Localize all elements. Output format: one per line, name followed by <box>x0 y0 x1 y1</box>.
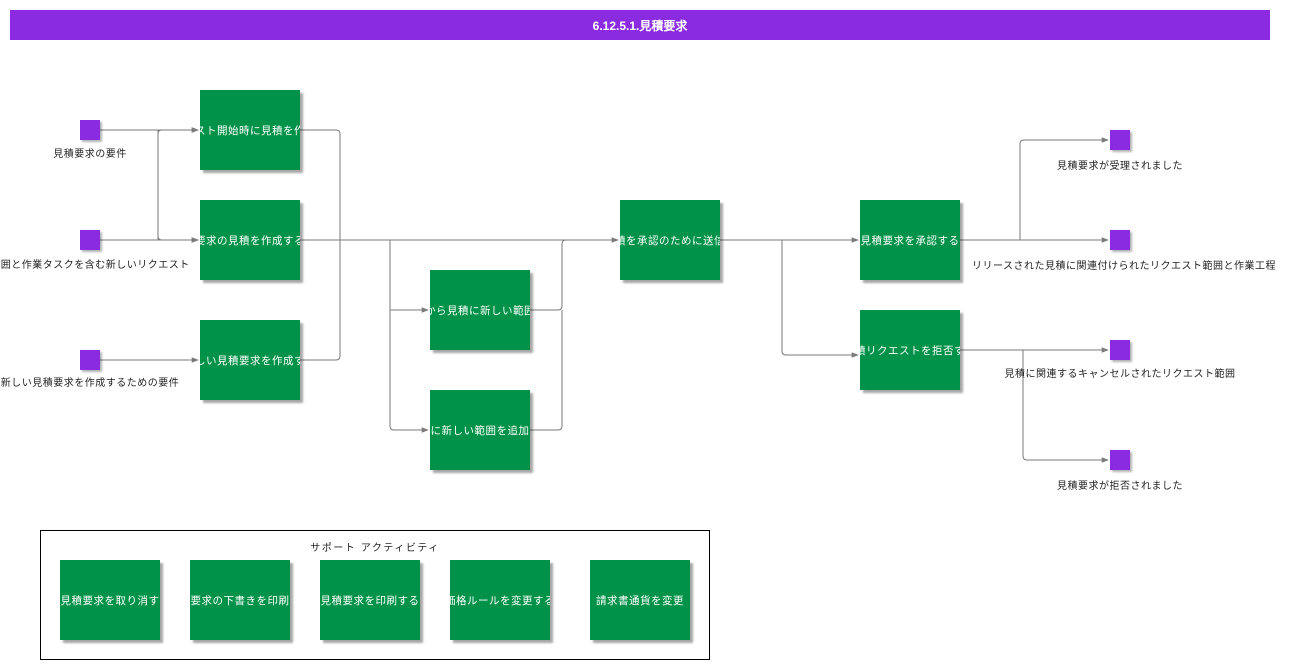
end-event[interactable] <box>1110 130 1130 150</box>
edge-a6-a8 <box>781 240 859 358</box>
end-event-label: 見積要求が拒否されました <box>1057 481 1183 492</box>
activity-add-scope-from-request[interactable]: から見積に新しい範囲 <box>430 270 530 350</box>
activity-label: 積リクエストを拒否す <box>860 344 960 357</box>
support-activities-title: サポート アクティビティ <box>310 543 440 554</box>
activity-approve-estimate-request[interactable]: 見積要求を承認する <box>860 200 960 280</box>
support-activity-print-estimate[interactable]: 見積要求を印刷する <box>320 560 420 640</box>
support-activity-change-invoice-currency[interactable]: 請求書通貨を変更 <box>590 560 690 640</box>
activity-submit-for-approval[interactable]: 積を承認のために送信 <box>620 200 720 280</box>
edge-branch-a5 <box>389 310 429 433</box>
start-event-label: 新しい見積要求を作成するための要件 <box>0 378 180 389</box>
activity-label: 見積要求を承認する <box>860 234 960 247</box>
diagram-title: 6.12.5.1.見積要求 <box>10 10 1270 40</box>
edge-a1-merge <box>300 129 341 240</box>
edge-a8-x4 <box>1022 350 1109 463</box>
activity-label: 要求の見積を作成する <box>200 234 300 247</box>
start-event-label: 範囲と作業タスクを含む新しいリクエスト <box>0 260 190 271</box>
support-activity-print-draft[interactable]: 要求の下書きを印刷 <box>190 560 290 640</box>
activity-label: 価格ルールを変更する <box>450 594 550 607</box>
edge-a5-a6 <box>530 310 563 431</box>
activity-label: 見積要求を取り消す <box>60 594 160 607</box>
end-event-label: リリースされた見積に関連付けられたリクエスト範囲と作業工程 <box>972 261 1276 272</box>
edge-a4-a6 <box>530 239 567 311</box>
activity-label: 請求書通貨を変更 <box>596 594 684 607</box>
end-event[interactable] <box>1110 230 1130 250</box>
edge-e1-a2 <box>157 130 199 243</box>
end-event-label: 見積要求が受理されました <box>1057 161 1183 172</box>
start-event-label: 見積要求の要件 <box>53 149 127 160</box>
activity-add-new-scope[interactable]: に新しい範囲を追加 <box>430 390 530 470</box>
activity-label: から見積に新しい範囲 <box>430 304 530 317</box>
start-event[interactable] <box>80 230 100 250</box>
activity-label: 要求の下書きを印刷 <box>190 594 290 607</box>
support-activity-change-price-rules[interactable]: 価格ルールを変更する <box>450 560 550 640</box>
end-event[interactable] <box>1110 450 1130 470</box>
activity-label: スト開始時に見積を作 <box>200 124 300 137</box>
activity-label: 積を承認のために送信 <box>620 234 720 247</box>
edge-branch-a4 <box>389 240 429 313</box>
end-event[interactable] <box>1110 340 1130 360</box>
activity-create-new-estimate-request[interactable]: しい見積要求を作成す <box>200 320 300 400</box>
end-event-label: 見積に関連するキャンセルされたリクエスト範囲 <box>1004 369 1236 380</box>
edge-e2-a1 <box>157 127 199 240</box>
activity-label: しい見積要求を作成す <box>200 354 300 367</box>
activity-create-estimate-at-project-start[interactable]: スト開始時に見積を作 <box>200 90 300 170</box>
activity-label: 見積要求を印刷する <box>320 594 420 607</box>
activity-reject-estimate-request[interactable]: 積リクエストを拒否す <box>860 310 960 390</box>
edge-a3-merge <box>300 240 341 361</box>
start-event[interactable] <box>80 350 100 370</box>
activity-label: に新しい範囲を追加 <box>430 424 530 437</box>
edge-a7-x1 <box>1019 137 1109 240</box>
support-activity-cancel-estimate[interactable]: 見積要求を取り消す <box>60 560 160 640</box>
start-event[interactable] <box>80 120 100 140</box>
activity-create-request-estimate[interactable]: 要求の見積を作成する <box>200 200 300 280</box>
